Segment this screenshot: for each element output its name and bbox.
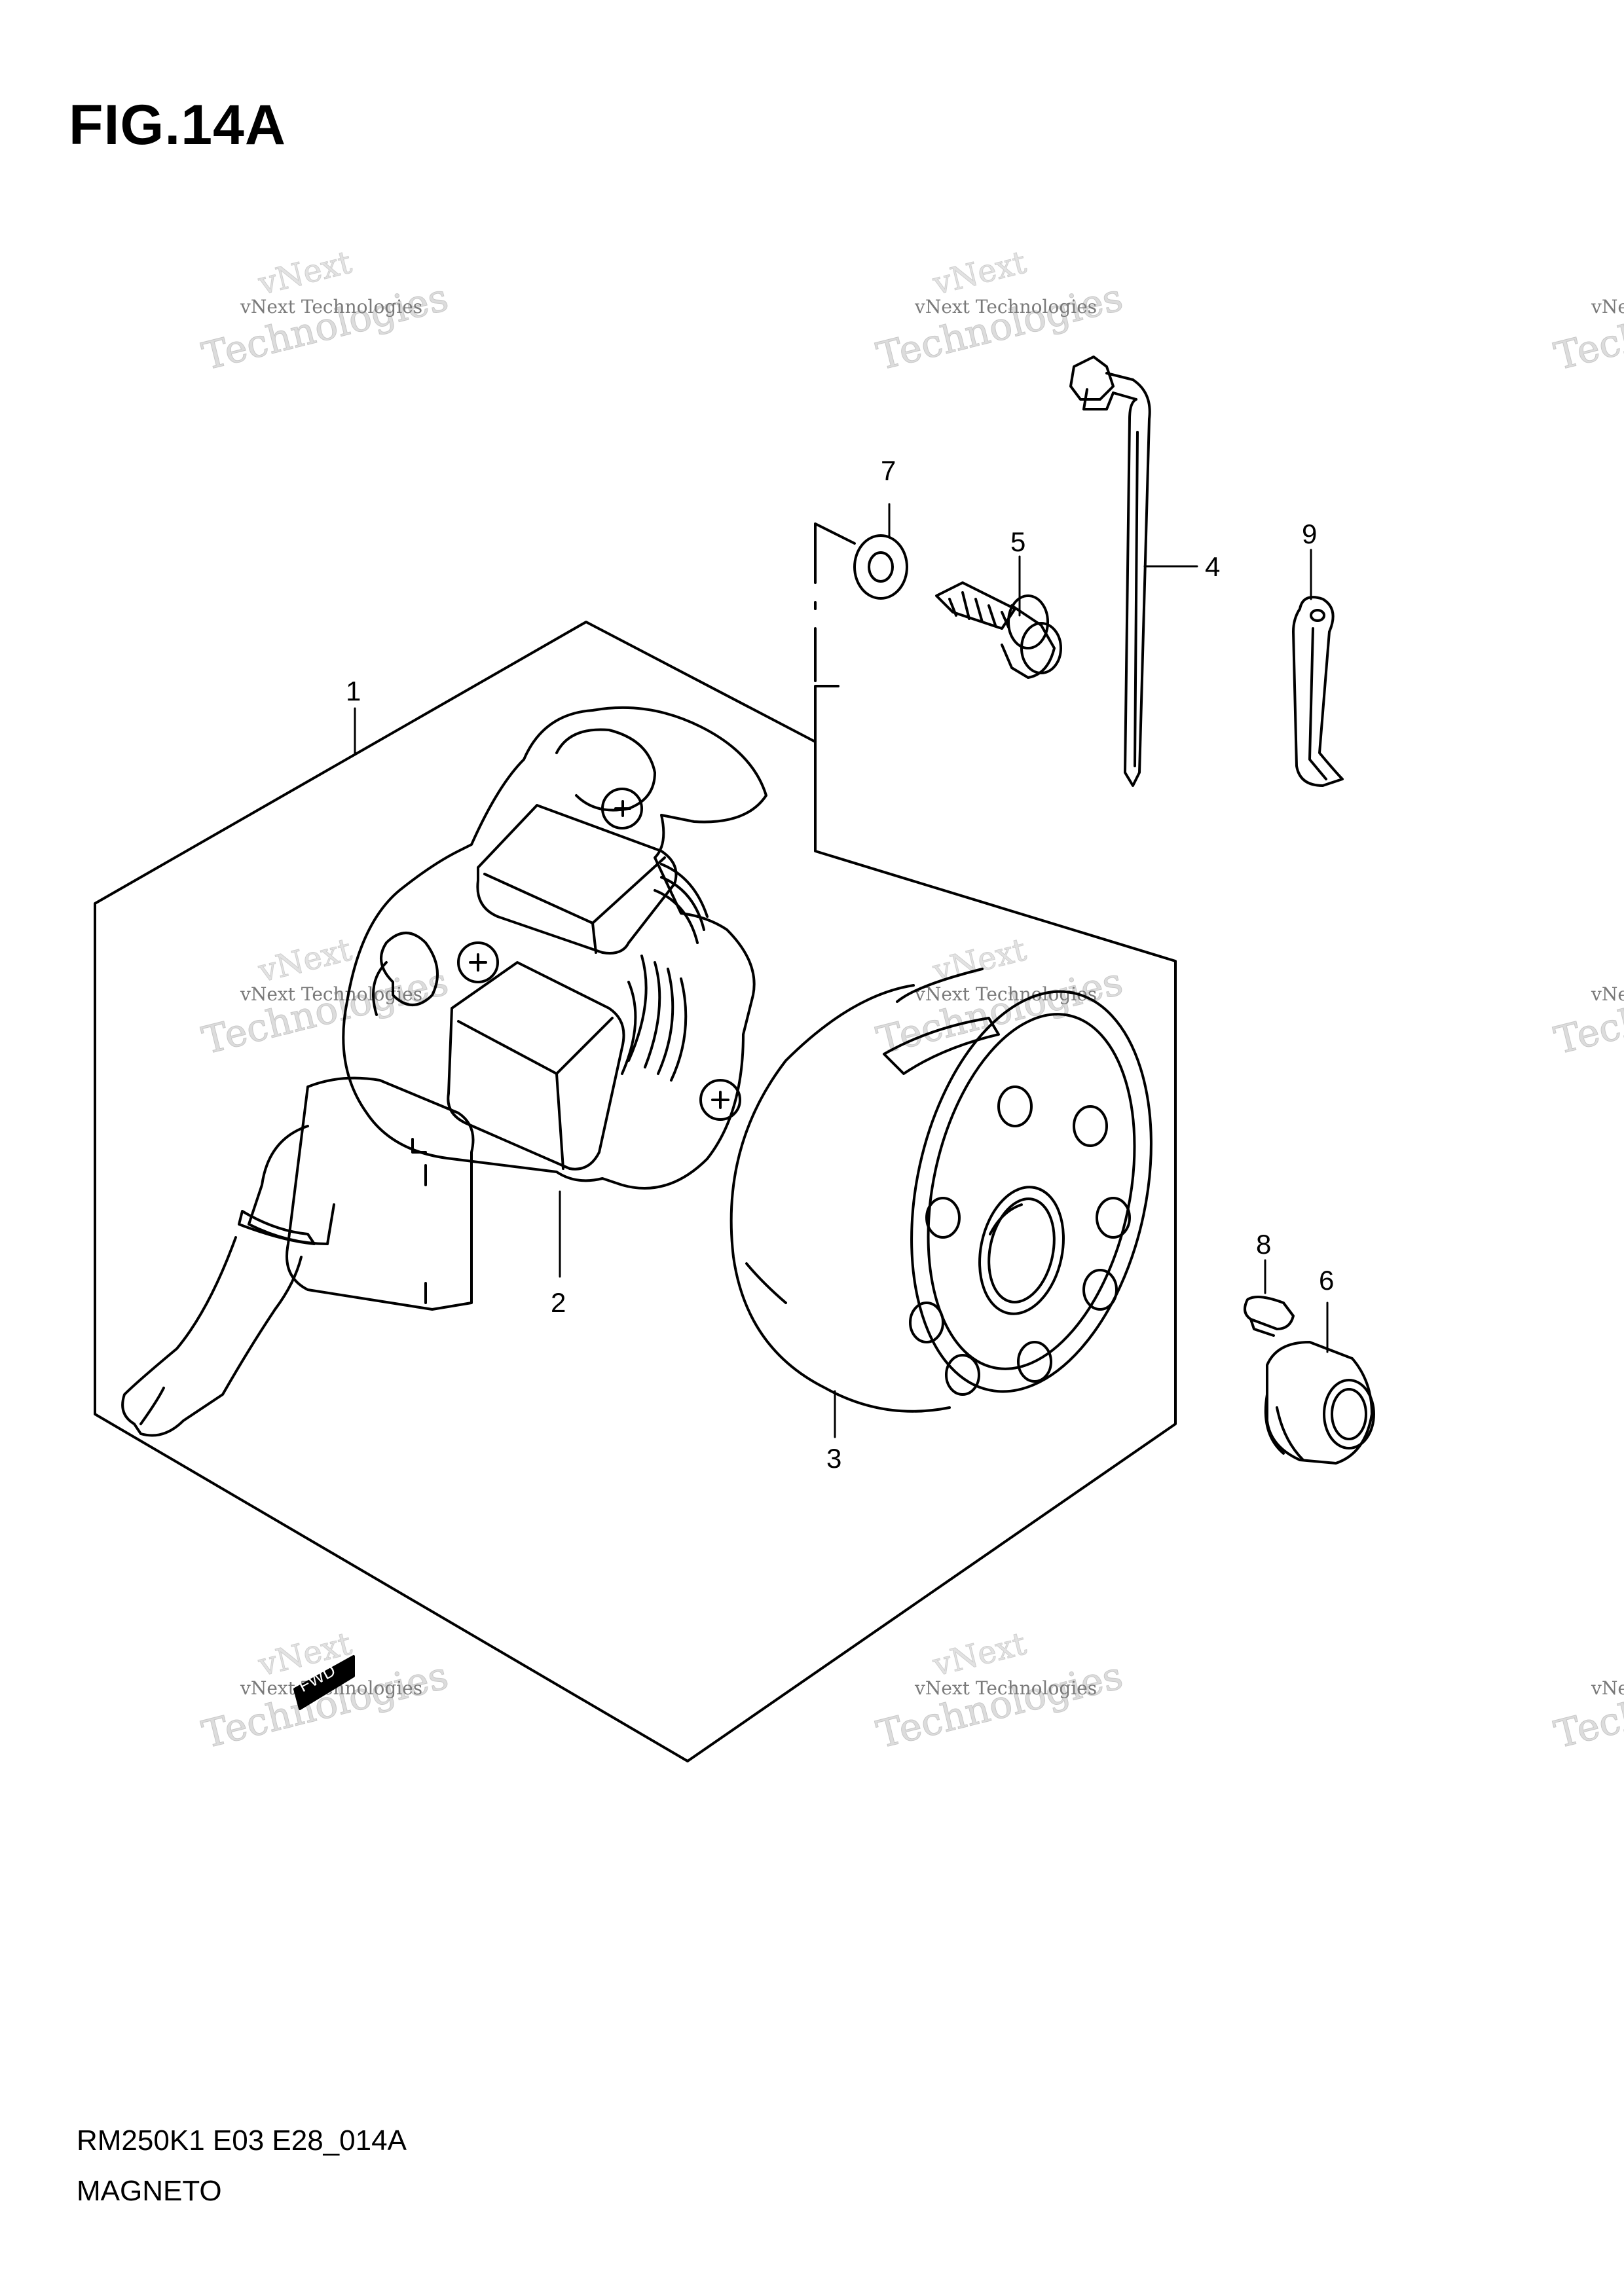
svg-text:vNext: vNext <box>929 1625 1029 1683</box>
svg-text:vNext: vNext <box>929 244 1029 302</box>
callout-8: 8 <box>1256 1229 1271 1260</box>
drawing-code: RM250K1 E03 E28_014A <box>77 2124 407 2157</box>
svg-text:Technologies: Technologies <box>198 275 452 379</box>
leader-lines <box>354 503 1329 1438</box>
callout-5: 5 <box>1010 526 1025 557</box>
stator-assembly <box>121 706 767 1437</box>
svg-text:vNext Technologies: vNext Technologies <box>1591 296 1624 318</box>
watermark-lower-right: vNext Technologies Technologies <box>1549 1652 1624 1757</box>
watermark-lower-center: vNext Technologies vNext Technologies <box>872 1625 1127 1757</box>
svg-text:Technologies: Technologies <box>1550 1653 1624 1757</box>
svg-text:vNext: vNext <box>254 244 355 302</box>
callout-6: 6 <box>1319 1265 1334 1296</box>
svg-text:vNext Technologies: vNext Technologies <box>240 983 422 1005</box>
svg-text:vNext Technologies: vNext Technologies <box>914 1677 1097 1699</box>
watermark-mid-right: vNext Technologies Technologies <box>1549 958 1624 1063</box>
clamp-strap <box>1292 596 1344 787</box>
wire-clamp <box>1069 355 1151 787</box>
callout-numbers: 1 2 3 4 5 6 7 8 9 <box>346 455 1334 1474</box>
watermark-layer: vNext Technologies vNext Technologies vN… <box>197 244 1624 1757</box>
svg-text:vNext Technologies: vNext Technologies <box>1591 1677 1624 1699</box>
callout-9: 9 <box>1302 519 1317 549</box>
svg-text:Technologies: Technologies <box>1550 275 1624 379</box>
watermark-top-left: vNext Technologies vNext Technologies <box>197 244 452 379</box>
watermark-mid-left: vNext Technologies vNext Technologies <box>197 931 452 1063</box>
svg-text:vNext Technologies: vNext Technologies <box>1591 983 1624 1005</box>
washer <box>853 534 908 600</box>
callout-3: 3 <box>826 1443 841 1474</box>
callout-2: 2 <box>551 1287 566 1318</box>
svg-text:Technologies: Technologies <box>872 275 1127 379</box>
flywheel-rotor <box>729 968 1153 1413</box>
assembly-outline-1 <box>94 621 1177 1762</box>
svg-text:vNext Technologies: vNext Technologies <box>240 296 422 318</box>
svg-text:vNext Technologies: vNext Technologies <box>914 983 1097 1005</box>
callout-7: 7 <box>881 455 896 486</box>
assembly-name: MAGNETO <box>77 2175 222 2207</box>
svg-text:vNext Technologies: vNext Technologies <box>914 296 1097 318</box>
callout-4: 4 <box>1205 551 1220 582</box>
svg-text:Technologies: Technologies <box>872 959 1127 1063</box>
flange-nut <box>1264 1341 1375 1465</box>
svg-text:Technologies: Technologies <box>1550 959 1624 1063</box>
figure-title: FIG.14A <box>69 94 286 156</box>
flange-bolt <box>935 581 1062 679</box>
watermark-top-right: vNext Technologies Technologies <box>1549 274 1624 379</box>
svg-text:Technologies: Technologies <box>872 1653 1127 1757</box>
callout-1: 1 <box>346 676 361 706</box>
svg-text:vNext: vNext <box>254 931 355 989</box>
woodruff-key <box>1244 1296 1295 1337</box>
svg-text:Technologies: Technologies <box>198 959 452 1063</box>
